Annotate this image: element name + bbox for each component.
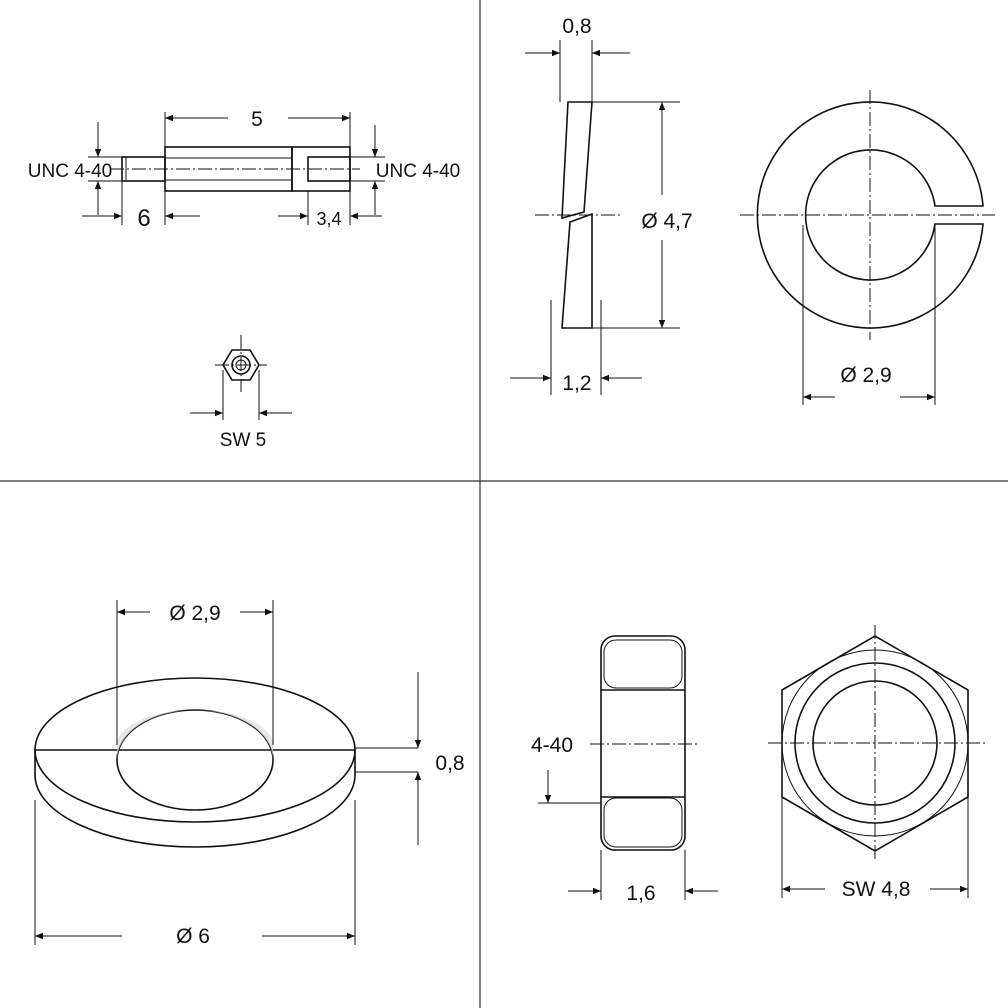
flat-washer-outer-diameter-label: Ø 6 — [176, 925, 210, 948]
flat-washer-thickness-label: 0,8 — [435, 752, 464, 775]
spacer-length-label: 5 — [251, 108, 263, 131]
hex-nut-drawing: 4-40 1,6 SW 4,8 — [531, 625, 985, 905]
spacer-hex-size-label: SW 5 — [220, 430, 266, 451]
spacer-thread-left-label: UNC 4-40 — [28, 161, 112, 182]
lock-washer-width-label: 1,2 — [562, 372, 591, 395]
flat-washer-hole — [116, 709, 274, 811]
hex-nut-section-hatch — [603, 797, 683, 848]
lock-washer-drawing: 0,8 Ø 4,7 1,2 Ø 2,9 — [510, 15, 995, 405]
spacer-drawing: 5 UNC 4-40 UNC 4-40 6 3,4 SW 5 — [28, 108, 460, 451]
flat-washer-drawing: Ø 2,9 0,8 Ø 6 — [34, 600, 465, 948]
flat-washer-inner-diameter-label: Ø 2,9 — [169, 602, 220, 625]
hex-nut-height-label: 1,6 — [626, 882, 655, 905]
lock-washer-side-upper — [561, 101, 593, 220]
lock-washer-side-lower — [561, 212, 593, 329]
flat-washer-edge — [34, 749, 356, 848]
hex-nut-size-label: SW 4,8 — [842, 878, 911, 901]
hex-nut-thread-label: 4-40 — [531, 734, 573, 757]
lock-washer-outer-diameter-label: Ø 4,7 — [641, 210, 692, 233]
hex-nut-side-view — [600, 635, 686, 851]
lock-washer-inner-diameter-label: Ø 2,9 — [840, 364, 891, 387]
lock-washer-thickness-label: 0,8 — [562, 15, 591, 38]
spacer-stud-length-label: 6 — [137, 205, 150, 232]
flat-washer-face — [34, 677, 356, 823]
lock-washer-front-view — [756, 101, 984, 329]
spacer-thread-right-label: UNC 4-40 — [376, 161, 460, 182]
spacer-thread-depth-label: 3,4 — [316, 209, 341, 229]
